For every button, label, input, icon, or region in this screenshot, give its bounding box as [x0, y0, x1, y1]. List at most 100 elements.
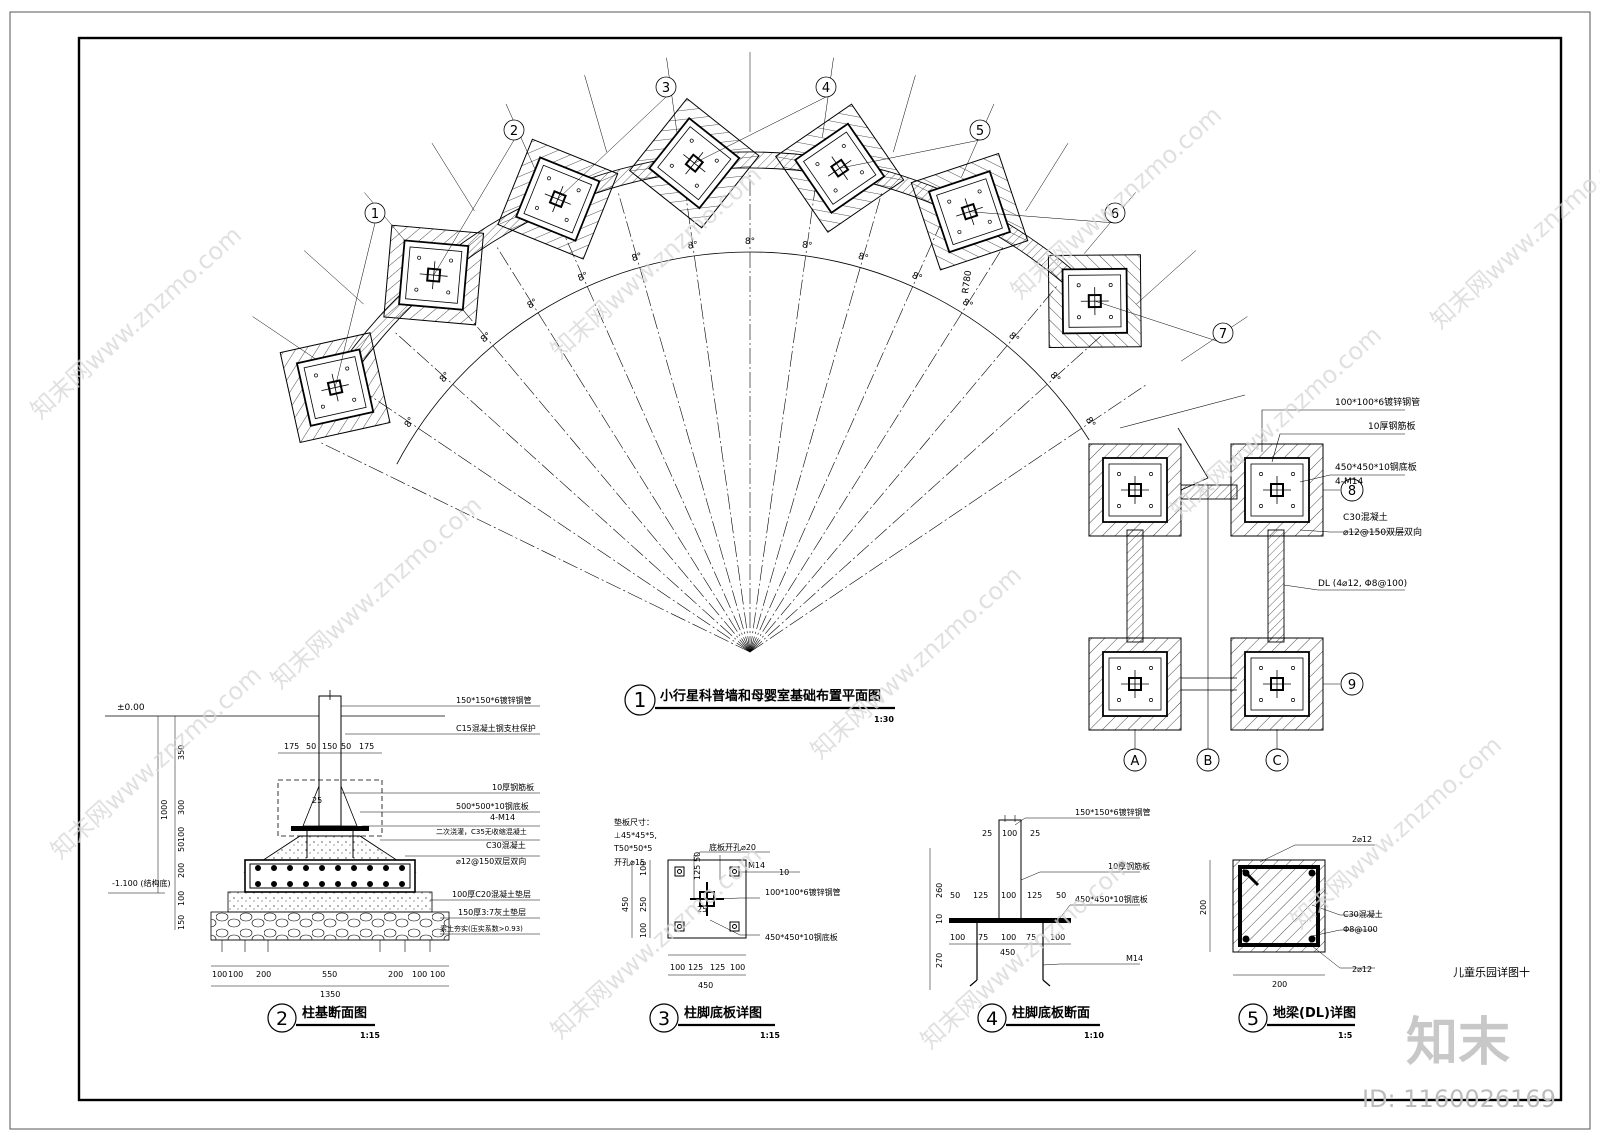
radial-line	[749, 244, 1005, 653]
svg-text:⊥45*45*5,: ⊥45*45*5,	[614, 831, 657, 840]
svg-text:100: 100	[177, 891, 186, 906]
watermark-text: 知末网www.znzmo.com	[805, 561, 1027, 765]
svg-text:450: 450	[621, 897, 630, 912]
radius-label: R780	[961, 270, 974, 295]
outer-tick	[893, 75, 916, 153]
svg-text:10: 10	[935, 914, 944, 924]
svg-text:100*100*6镀锌钢管: 100*100*6镀锌钢管	[1335, 396, 1420, 408]
svg-text:100: 100	[177, 827, 186, 842]
svg-text:10厚钢筋板: 10厚钢筋板	[1368, 420, 1415, 432]
column-number: 6	[1111, 207, 1119, 222]
column-footing	[1088, 637, 1182, 731]
svg-text:100厚C20混凝土垫层: 100厚C20混凝土垫层	[452, 889, 531, 899]
svg-text:素土夯实(压实系数>0.93): 素土夯实(压实系数>0.93)	[440, 924, 523, 933]
outer-tick	[584, 75, 607, 153]
angle-label: 8°	[745, 237, 755, 247]
angle-label: 8°	[403, 416, 417, 430]
svg-text:C30混凝土: C30混凝土	[1343, 511, 1388, 523]
svg-text:25: 25	[982, 829, 992, 838]
svg-text:200: 200	[177, 863, 186, 878]
svg-text:100: 100	[730, 963, 745, 972]
column-bubble	[1104, 202, 1126, 224]
svg-text:2⌀12: 2⌀12	[1352, 835, 1372, 844]
outer-tick	[431, 143, 475, 212]
svg-text:1:15: 1:15	[360, 1031, 380, 1040]
inner-frame	[77, 36, 1563, 1102]
svg-text:150厚3:7灰土垫层: 150厚3:7灰土垫层	[458, 907, 526, 917]
svg-text:125: 125	[688, 963, 703, 972]
svg-text:450: 450	[698, 981, 713, 990]
svg-text:75: 75	[1026, 933, 1036, 942]
svg-text:10厚钢筋板: 10厚钢筋板	[492, 782, 534, 792]
outer-tick	[1136, 250, 1197, 305]
svg-text:⌀12@150双层双向: ⌀12@150双层双向	[1343, 526, 1422, 538]
svg-text:25: 25	[312, 796, 322, 805]
svg-text:300: 300	[177, 800, 186, 815]
angle-label: 8°	[526, 297, 540, 311]
column-footing	[383, 224, 485, 326]
svg-text:DL (4⌀12, Φ8@100): DL (4⌀12, Φ8@100)	[1318, 579, 1407, 589]
svg-text:50: 50	[950, 891, 960, 900]
svg-text:A: A	[1131, 754, 1140, 769]
watermark-text: 知末网www.znzmo.com	[265, 491, 487, 695]
svg-text:75: 75	[978, 933, 988, 942]
svg-text:M14: M14	[748, 861, 765, 870]
svg-text:2⌀12: 2⌀12	[1352, 965, 1372, 974]
outer-tick	[1084, 192, 1136, 254]
column-footing	[628, 97, 760, 229]
angle-label: 8°	[857, 252, 870, 264]
radial-line	[393, 330, 751, 653]
angle-dimension-arc	[396, 251, 1090, 465]
column-bubble	[1212, 322, 1234, 344]
radial-line	[749, 330, 1107, 653]
svg-text:4: 4	[986, 1008, 998, 1030]
svg-text:-1.100 (结构底): -1.100 (结构底)	[112, 878, 171, 888]
column-bubble	[815, 76, 837, 98]
column-bubble	[364, 202, 386, 224]
angle-label: 8°	[801, 240, 813, 251]
angle-label: 8°	[577, 271, 590, 284]
svg-text:260: 260	[935, 883, 944, 898]
svg-text:100: 100	[412, 970, 427, 979]
id-label: ID: 1160026169	[1362, 1085, 1556, 1113]
column-number: 1	[371, 207, 379, 222]
outer-tick	[1180, 316, 1248, 362]
svg-text:50: 50	[341, 742, 351, 751]
rebar-dots	[249, 863, 411, 889]
svg-text:1:30: 1:30	[874, 715, 894, 724]
svg-text:100: 100	[228, 970, 243, 979]
grid-axis-lines	[1119, 394, 1340, 752]
svg-text:450*450*10钢底板: 450*450*10钢底板	[765, 932, 838, 942]
column-footing	[910, 152, 1029, 271]
base-plate-section: 25 100 25 50 125 100 125 50 100 75 100 7…	[929, 807, 1151, 1040]
angle-label: 8°	[910, 271, 923, 284]
svg-text:100: 100	[1002, 829, 1017, 838]
svg-text:500*500*10钢底板: 500*500*10钢底板	[456, 801, 529, 811]
watermark-text: 知末网www.znzmo.com	[1285, 731, 1507, 935]
svg-text:二次浇灌，C35无收缩混凝土: 二次浇灌，C35无收缩混凝土	[436, 827, 527, 836]
svg-text:100: 100	[639, 861, 648, 876]
svg-text:175: 175	[284, 742, 299, 751]
svg-text:M14: M14	[1126, 954, 1143, 963]
svg-text:125: 125	[693, 865, 702, 880]
svg-text:125: 125	[1027, 891, 1042, 900]
column-number: 2	[510, 124, 518, 139]
plan-notes: 100*100*6镀锌钢管 10厚钢筋板 450*450*10钢底板 4-M14…	[1261, 396, 1422, 591]
svg-text:9: 9	[1348, 678, 1356, 693]
column-number: 3	[662, 81, 670, 96]
svg-text:175: 175	[359, 742, 374, 751]
svg-text:C: C	[1272, 754, 1281, 769]
svg-text:25: 25	[697, 905, 707, 914]
svg-text:±0.00: ±0.00	[117, 703, 145, 713]
column-footing	[1230, 637, 1324, 731]
svg-text:1:10: 1:10	[1084, 1031, 1104, 1040]
svg-text:Φ8@100: Φ8@100	[1343, 925, 1378, 934]
svg-text:10: 10	[779, 868, 789, 877]
svg-text:1000: 1000	[160, 800, 169, 820]
svg-text:125: 125	[973, 891, 988, 900]
column-number: 5	[976, 124, 984, 139]
svg-text:450*450*10钢底板: 450*450*10钢底板	[1335, 461, 1417, 473]
svg-text:4-M14: 4-M14	[490, 813, 515, 822]
